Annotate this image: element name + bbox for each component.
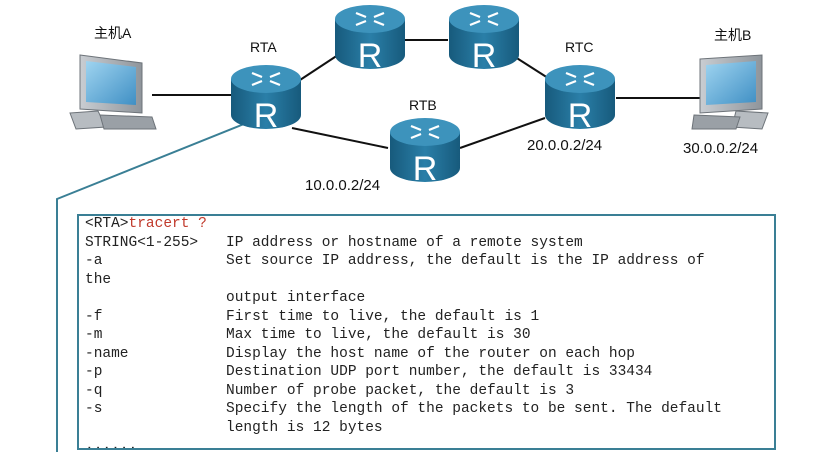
rtb-label: RTB — [409, 97, 437, 113]
host-b-label: 主机B — [714, 27, 752, 43]
help-row: ...... — [85, 437, 207, 450]
option-description: Destination UDP port number, the default… — [226, 364, 653, 380]
link-rta-top — [299, 54, 339, 81]
rtc-ip-label: 20.0.0.2/24 — [527, 137, 603, 154]
cli-prompt: <RTA> — [85, 216, 129, 232]
option-name: ...... — [85, 438, 138, 450]
command-line: <RTA>tracert ? — [85, 216, 207, 234]
option-description: output interface — [226, 290, 366, 306]
help-row: -f First time to live, the default is 1 — [85, 308, 539, 327]
callout-connector — [56, 123, 245, 452]
host-a-label: 主机A — [94, 25, 132, 41]
router-glyph: R — [413, 150, 438, 188]
option-name: -m — [85, 327, 103, 343]
help-row: -a Set source IP address, the default is … — [85, 252, 705, 271]
rtb-ip-label: 10.0.0.2/24 — [305, 177, 381, 194]
links — [152, 39, 700, 149]
computer-icon-host-a — [69, 54, 157, 130]
option-description: Display the host name of the router on e… — [226, 345, 635, 362]
option-description: Max time to live, the default is 30 — [226, 327, 531, 343]
router-arrows-icon — [565, 71, 595, 87]
option-name: -name — [85, 345, 129, 362]
router-arrows-icon — [469, 11, 499, 27]
option-description: length is 12 bytes — [226, 419, 383, 436]
link-top-rtc — [511, 54, 549, 79]
router-rtb: R — [390, 118, 460, 188]
option-description: Specify the length of the packets to be … — [226, 401, 722, 417]
help-row: -m Max time to live, the default is 30 — [85, 326, 531, 345]
router-rta: R — [231, 65, 301, 135]
option-name: STRING<1-255> — [85, 234, 199, 251]
help-row: -name Display the host name of the router… — [85, 345, 635, 364]
option-description: Number of probe packet, the default is 3 — [226, 382, 575, 399]
rtc-label: RTC — [565, 39, 594, 55]
help-row: length is 12 bytes — [85, 419, 383, 438]
option-name: -q — [85, 382, 103, 399]
console-output: <RTA>tracert ? STRING<1-255> IP address o… — [85, 216, 722, 450]
option-name: the — [85, 271, 112, 288]
router-rtc: R — [545, 65, 615, 135]
cli-console: <RTA>tracert ? STRING<1-255> IP address o… — [77, 214, 776, 450]
link-rtb-rtc — [459, 117, 546, 149]
router-glyph: R — [254, 97, 279, 135]
help-row: -p Destination UDP port number, the defau… — [85, 363, 652, 382]
cli-command: tracert ? — [128, 216, 207, 232]
router-arrows-icon — [251, 71, 281, 87]
router-glyph: R — [568, 97, 593, 135]
option-name: -p — [85, 364, 103, 380]
option-description: Set source IP address, the default is th… — [226, 253, 705, 269]
router-arrows-icon — [355, 11, 385, 27]
option-description: First time to live, the default is 1 — [226, 308, 540, 325]
router-top-left: R — [335, 5, 405, 75]
host-b-ip-label: 30.0.0.2/24 — [683, 140, 759, 157]
option-name: -f — [85, 308, 103, 325]
router-glyph: R — [358, 37, 383, 75]
router-glyph: R — [472, 37, 497, 75]
link-rta-rtb — [291, 127, 389, 149]
router-top-right: R — [449, 5, 519, 75]
rta-label: RTA — [250, 39, 277, 55]
option-name: -a — [85, 253, 103, 269]
help-row: -q Number of probe packet, the default is… — [85, 382, 574, 401]
option-description: IP address or hostname of a remote syste… — [226, 234, 583, 251]
help-row: output interface — [85, 289, 365, 308]
help-row: -s Specify the length of the packets to b… — [85, 400, 722, 419]
option-name: -s — [85, 401, 103, 417]
help-row: STRING<1-255> IP address or hostname of a… — [85, 234, 583, 253]
computer-icon-host-b — [691, 54, 769, 130]
router-arrows-icon — [410, 124, 440, 140]
help-row: the — [85, 271, 207, 290]
